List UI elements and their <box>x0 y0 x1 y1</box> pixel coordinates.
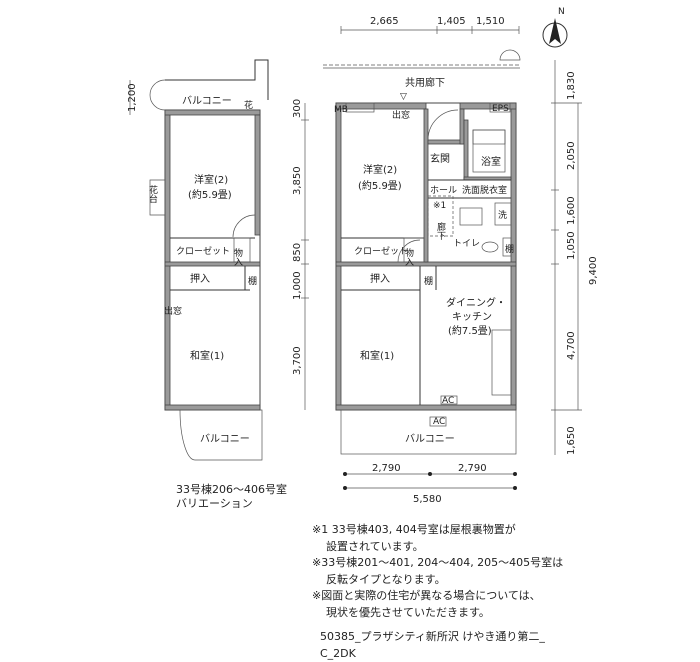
right-dimensions: 1,830 2,050 1,600 1,050 4,700 1,650 9,40… <box>551 60 599 455</box>
dim-top-1: 2,665 <box>370 16 399 27</box>
plan-label: ▽ <box>400 92 407 102</box>
balcony-label: バルコニー <box>405 433 455 445</box>
room-toilet: トイレ <box>453 239 480 249</box>
plan-label: 棚 <box>424 275 433 287</box>
variation-line1: 33号棟206～406号室 <box>176 483 287 497</box>
plan-label: 1,050 <box>566 231 577 260</box>
eps-label: EPS <box>492 104 509 114</box>
plan-label: 1,000 <box>292 271 303 300</box>
plan-label: 1,650 <box>566 426 577 455</box>
north-label: N <box>558 7 565 17</box>
plan-label: 洗 <box>498 209 507 221</box>
note-2: ※33号棟201～401, 204～404, 205～405号室は <box>312 555 563 572</box>
plan-label: キッチン <box>452 311 492 323</box>
room-hall: ホール <box>430 185 457 196</box>
plan-label: 2,050 <box>566 141 577 170</box>
room-washroom: 洗面脱衣室 <box>462 184 507 196</box>
dim-top-2: 1,405 <box>437 16 466 27</box>
room-western-2: 洋室(2) <box>363 163 397 176</box>
plan-label: クローゼット <box>176 245 230 257</box>
plan-label: AC <box>433 417 445 427</box>
room-bath: 浴室 <box>481 155 501 168</box>
plan-label: (約5.9畳) <box>188 188 232 201</box>
plan-label: 300 <box>292 99 303 118</box>
plan-label: 1,600 <box>566 196 577 225</box>
plan-label: 2,790 <box>458 463 487 474</box>
note-1: ※1 33号棟403, 404号室は屋根裏物置が <box>312 522 563 539</box>
room-dining-kitchen: ダイニング・ <box>446 296 506 309</box>
plan-label: 3,700 <box>292 346 303 375</box>
note-1-cont: 設置されています。 <box>312 539 563 556</box>
plan-label: 4,700 <box>566 331 577 360</box>
bottom-dimensions: 2,790 2,790 5,580 <box>343 463 517 505</box>
plan-label: AC <box>442 396 454 406</box>
plan-label: 物入 <box>403 247 414 266</box>
plan-label: 9,400 <box>588 256 599 285</box>
plan-label: 2,790 <box>372 463 401 474</box>
plan-label: 850 <box>292 243 303 262</box>
plan-label: 出窓 <box>164 305 182 317</box>
variation-line2: バリエーション <box>176 497 287 511</box>
note-2-cont: 反転タイプとなります。 <box>312 572 563 589</box>
plan-label: 廊下 <box>435 221 446 241</box>
north-arrow-icon: N <box>543 7 567 47</box>
unit-plan-right: MB EPS 出窓 洋室(2) (約5.9畳) 玄関 浴室 ホール 洗面脱衣室 … <box>334 103 516 454</box>
plan-label: 5,580 <box>413 494 442 505</box>
note-3-cont: 現状を優先させていただきます。 <box>312 605 563 622</box>
room-japanese-1: 和室(1) <box>360 349 394 362</box>
plan-label: 棚 <box>248 275 257 287</box>
plan-label: 1,200 <box>127 83 138 112</box>
left-room-japanese-1: 和室(1) <box>190 349 224 362</box>
plan-label: 押入 <box>190 272 210 285</box>
oshiire-label: 押入 <box>370 272 390 285</box>
left-room-western-2: 洋室(2) <box>194 173 228 186</box>
left-balcony-label: バルコニー <box>200 433 250 445</box>
left-dimensions: 300 3,850 850 1,000 3,700 <box>292 99 309 410</box>
unit-plan-left: 1,200 バルコニー 花台 花台 洋室(2) (約5.9畳) クローゼット 物… <box>127 60 268 460</box>
plan-label: 棚 <box>505 243 514 255</box>
caption-line2: C_2DK <box>312 646 563 662</box>
closet-label: クローゼット <box>354 245 408 257</box>
bay-window-label: 出窓 <box>392 109 410 121</box>
plan-label: 物入 <box>232 247 243 266</box>
variation-label: 33号棟206～406号室 バリエーション <box>176 483 287 511</box>
top-dimensions: 2,665 1,405 1,510 <box>341 16 519 34</box>
plan-label: 1,830 <box>566 71 577 100</box>
notes: ※1 33号棟403, 404号室は屋根裏物置が 設置されています。 ※33号棟… <box>312 522 563 662</box>
plan-label: 花台 <box>147 184 158 204</box>
balcony-label-top: バルコニー <box>182 95 232 107</box>
plan-label: (約5.9畳) <box>358 179 402 192</box>
room-entrance: 玄関 <box>430 152 450 165</box>
caption-line1: 50385_プラザシティ新所沢 けやき通り第二_ <box>312 629 563 646</box>
dim-top-3: 1,510 <box>476 16 505 27</box>
corridor-label: 共用廊下 <box>405 76 445 89</box>
plan-label: 3,850 <box>292 166 303 195</box>
mb-label: MB <box>334 105 348 115</box>
plan-label: (約7.5畳) <box>448 324 492 337</box>
note-3: ※図面と実際の住宅が異なる場合については、 <box>312 588 563 605</box>
plan-label: ※1 <box>433 201 446 211</box>
